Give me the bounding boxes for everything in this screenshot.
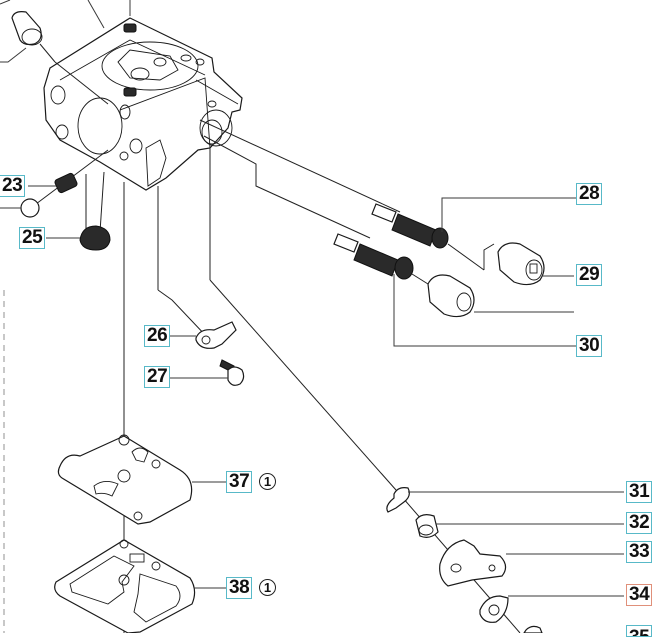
callout-32[interactable]: 32: [626, 512, 653, 534]
callout-34[interactable]: 34: [626, 584, 653, 606]
part-26-lever[interactable]: [170, 321, 237, 349]
part-34-washer[interactable]: [479, 595, 624, 623]
part-27-screw[interactable]: [170, 359, 245, 386]
callout-38[interactable]: 38: [226, 577, 253, 599]
callout-26[interactable]: 26: [144, 325, 171, 347]
callout-30[interactable]: 30: [576, 335, 603, 357]
callout-25[interactable]: 25: [19, 227, 46, 249]
part-25-cap[interactable]: [46, 225, 111, 251]
part-38-gasket[interactable]: [54, 539, 226, 633]
callout-33[interactable]: 33: [626, 541, 653, 563]
part-37-gasket[interactable]: [57, 434, 226, 525]
callout-23[interactable]: 23: [0, 175, 26, 197]
quantity-badge-37: 1: [259, 473, 276, 490]
part-cap-30[interactable]: [427, 274, 574, 318]
part-carburetor-body[interactable]: [43, 17, 243, 191]
callout-29[interactable]: 29: [576, 264, 603, 286]
part-cylinder-top-left[interactable]: [0, 0, 56, 63]
callout-35[interactable]: 35: [626, 625, 653, 637]
callout-37[interactable]: 37: [226, 471, 253, 493]
callout-27[interactable]: 27: [144, 366, 171, 388]
part-35[interactable]: [523, 625, 543, 633]
part-32-bushing[interactable]: [415, 514, 624, 538]
part-33-plate[interactable]: [439, 539, 624, 587]
part-29-cap[interactable]: [483, 242, 574, 286]
part-ball[interactable]: [20, 198, 40, 218]
callout-28[interactable]: 28: [576, 183, 603, 205]
callout-31[interactable]: 31: [626, 481, 653, 503]
part-31-clip[interactable]: [386, 487, 624, 513]
quantity-badge-38: 1: [259, 579, 276, 596]
part-28-needle[interactable]: [371, 197, 576, 271]
part-23-spring[interactable]: [28, 172, 78, 194]
part-30-needle[interactable]: [333, 233, 576, 347]
